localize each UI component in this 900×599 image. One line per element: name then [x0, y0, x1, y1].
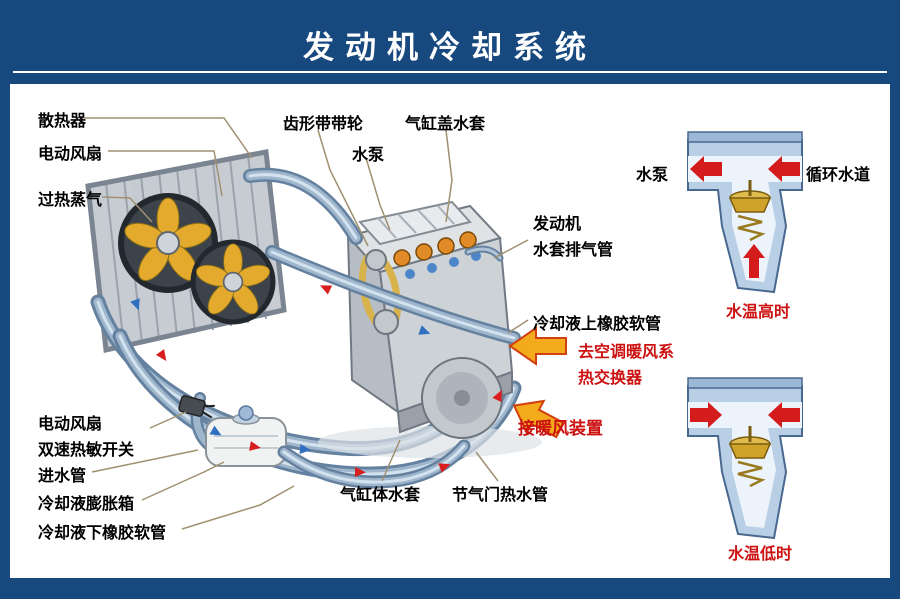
arrow-from-channel-icon [768, 156, 800, 182]
label-engine-vent-line2: 水套排气管 [533, 242, 614, 259]
label-coolant-upper-hose: 冷却液上橡胶软管 [533, 316, 662, 333]
label-engine-vent: 发动机 水套排气管 [533, 212, 613, 264]
title-divider [13, 71, 887, 73]
label-to-hvac: 去空调暖风系 热交换器 [578, 340, 674, 392]
fan-thermo-switch-graphic [178, 395, 215, 419]
label-fan-thermo-switch-line2: 双速热敏开关 [38, 442, 135, 459]
arrow-to-pump-icon [690, 156, 722, 182]
label-cylinder-head-water-jacket: 气缸盖水套 [405, 116, 486, 133]
combustion-chambers [393, 231, 481, 279]
label-heater-connection: 接暖风装置 [518, 419, 603, 438]
thermostat-hot-graphic [686, 130, 804, 294]
thermostat-cold-graphic [686, 376, 804, 540]
heater-arrow-lower-icon [512, 399, 566, 439]
arrow-from-radiator-icon [743, 244, 765, 278]
arrow-bypass-right-icon [768, 402, 800, 428]
label-throttle-hot-water-pipe: 节气门热水管 [452, 487, 549, 504]
label-coolant-expansion-tank: 冷却液膨胀箱 [38, 496, 135, 513]
label-temp-low: 水温低时 [728, 546, 793, 563]
label-radiator: 散热器 [38, 113, 87, 130]
label-to-hvac-line2: 热交换器 [578, 370, 643, 387]
arrow-bypass-left-icon [690, 402, 722, 428]
page-title: 发动机冷却系统 [303, 30, 597, 65]
label-fan-thermo-switch: 电动风扇 双速热敏开关 [38, 412, 134, 464]
heater-arrow-upper-icon [508, 326, 567, 366]
flywheel-icon [421, 357, 503, 439]
label-fan-thermo-switch-line1: 电动风扇 [38, 416, 103, 433]
label-thermostat-water-pump: 水泵 [636, 167, 669, 184]
label-cylinder-block-water-jacket: 气缸体水套 [340, 487, 421, 504]
radiator-fan-icon [190, 239, 276, 325]
label-to-hvac-line1: 去空调暖风系 [578, 344, 675, 361]
radiator-fan-icon [118, 193, 218, 293]
label-water-inlet-pipe: 进水管 [38, 468, 87, 485]
label-toothed-belt-pulley: 齿形带带轮 [283, 116, 364, 133]
label-overheated-steam: 过热蒸气 [38, 192, 103, 209]
label-electric-fan: 电动风扇 [38, 146, 103, 163]
label-circulation-channel: 循环水道 [806, 167, 871, 184]
leader-lines [84, 117, 529, 530]
heater-flow-arrows [508, 326, 567, 439]
label-water-pump: 水泵 [352, 147, 385, 164]
label-engine-vent-line1: 发动机 [533, 216, 582, 233]
expansion-tank-graphic [197, 398, 287, 467]
label-temp-high: 水温高时 [726, 304, 791, 321]
label-coolant-lower-hose: 冷却液下橡胶软管 [38, 525, 167, 542]
